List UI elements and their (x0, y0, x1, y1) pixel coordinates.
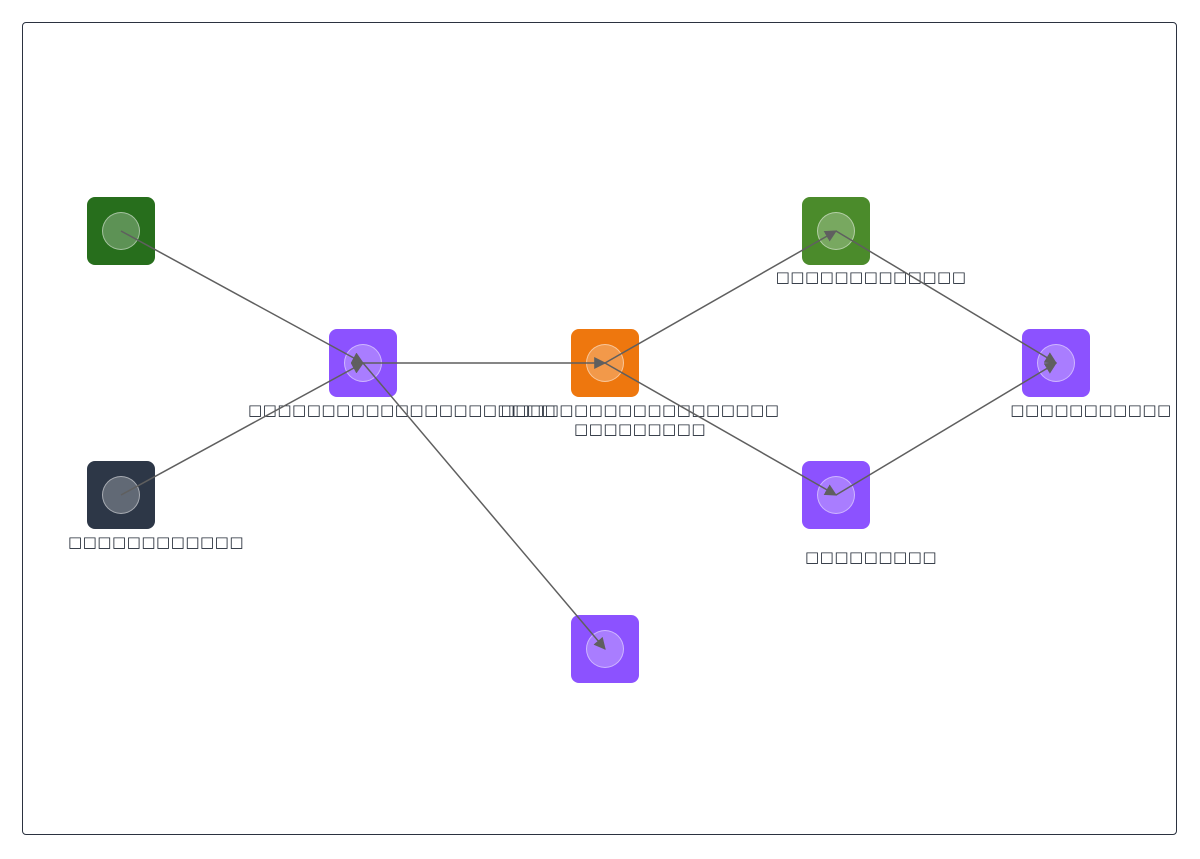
node-n7[interactable] (802, 461, 878, 529)
node-n6[interactable] (802, 197, 878, 265)
node-label: □□□□□□□□□□□ (1010, 401, 1172, 419)
badge-icon (870, 479, 878, 491)
badge-icon (1090, 347, 1098, 359)
node-n3[interactable] (329, 329, 405, 397)
diagram-frame (22, 22, 1177, 835)
badge-icon (639, 633, 647, 645)
node-n5[interactable] (571, 615, 647, 683)
node-n4[interactable] (571, 329, 647, 397)
badge-icon (870, 215, 878, 227)
node-n8[interactable] (1022, 329, 1098, 397)
node-label: □□□□□□□□□□□□□□□□□□□ □□□□□□□□□ (500, 401, 780, 438)
circle-node-icon (817, 212, 855, 250)
badge-icon (639, 347, 647, 359)
badge-icon (397, 347, 405, 359)
badge-icon (155, 479, 163, 491)
circle-node-icon (586, 630, 624, 668)
circle-node-icon (817, 476, 855, 514)
node-label: □□□□□□□□□ (804, 548, 938, 566)
node-n2[interactable] (87, 461, 163, 529)
node-label: □□□□□□□□□□□□ (67, 533, 245, 551)
circle-node-icon (344, 344, 382, 382)
node-label: □□□□□□□□□□□□□ (775, 268, 967, 286)
circle-node-icon (586, 344, 624, 382)
node-n1[interactable] (87, 197, 155, 265)
circle-node-icon (102, 212, 140, 250)
circle-node-icon (1037, 344, 1075, 382)
circle-node-icon (102, 476, 140, 514)
